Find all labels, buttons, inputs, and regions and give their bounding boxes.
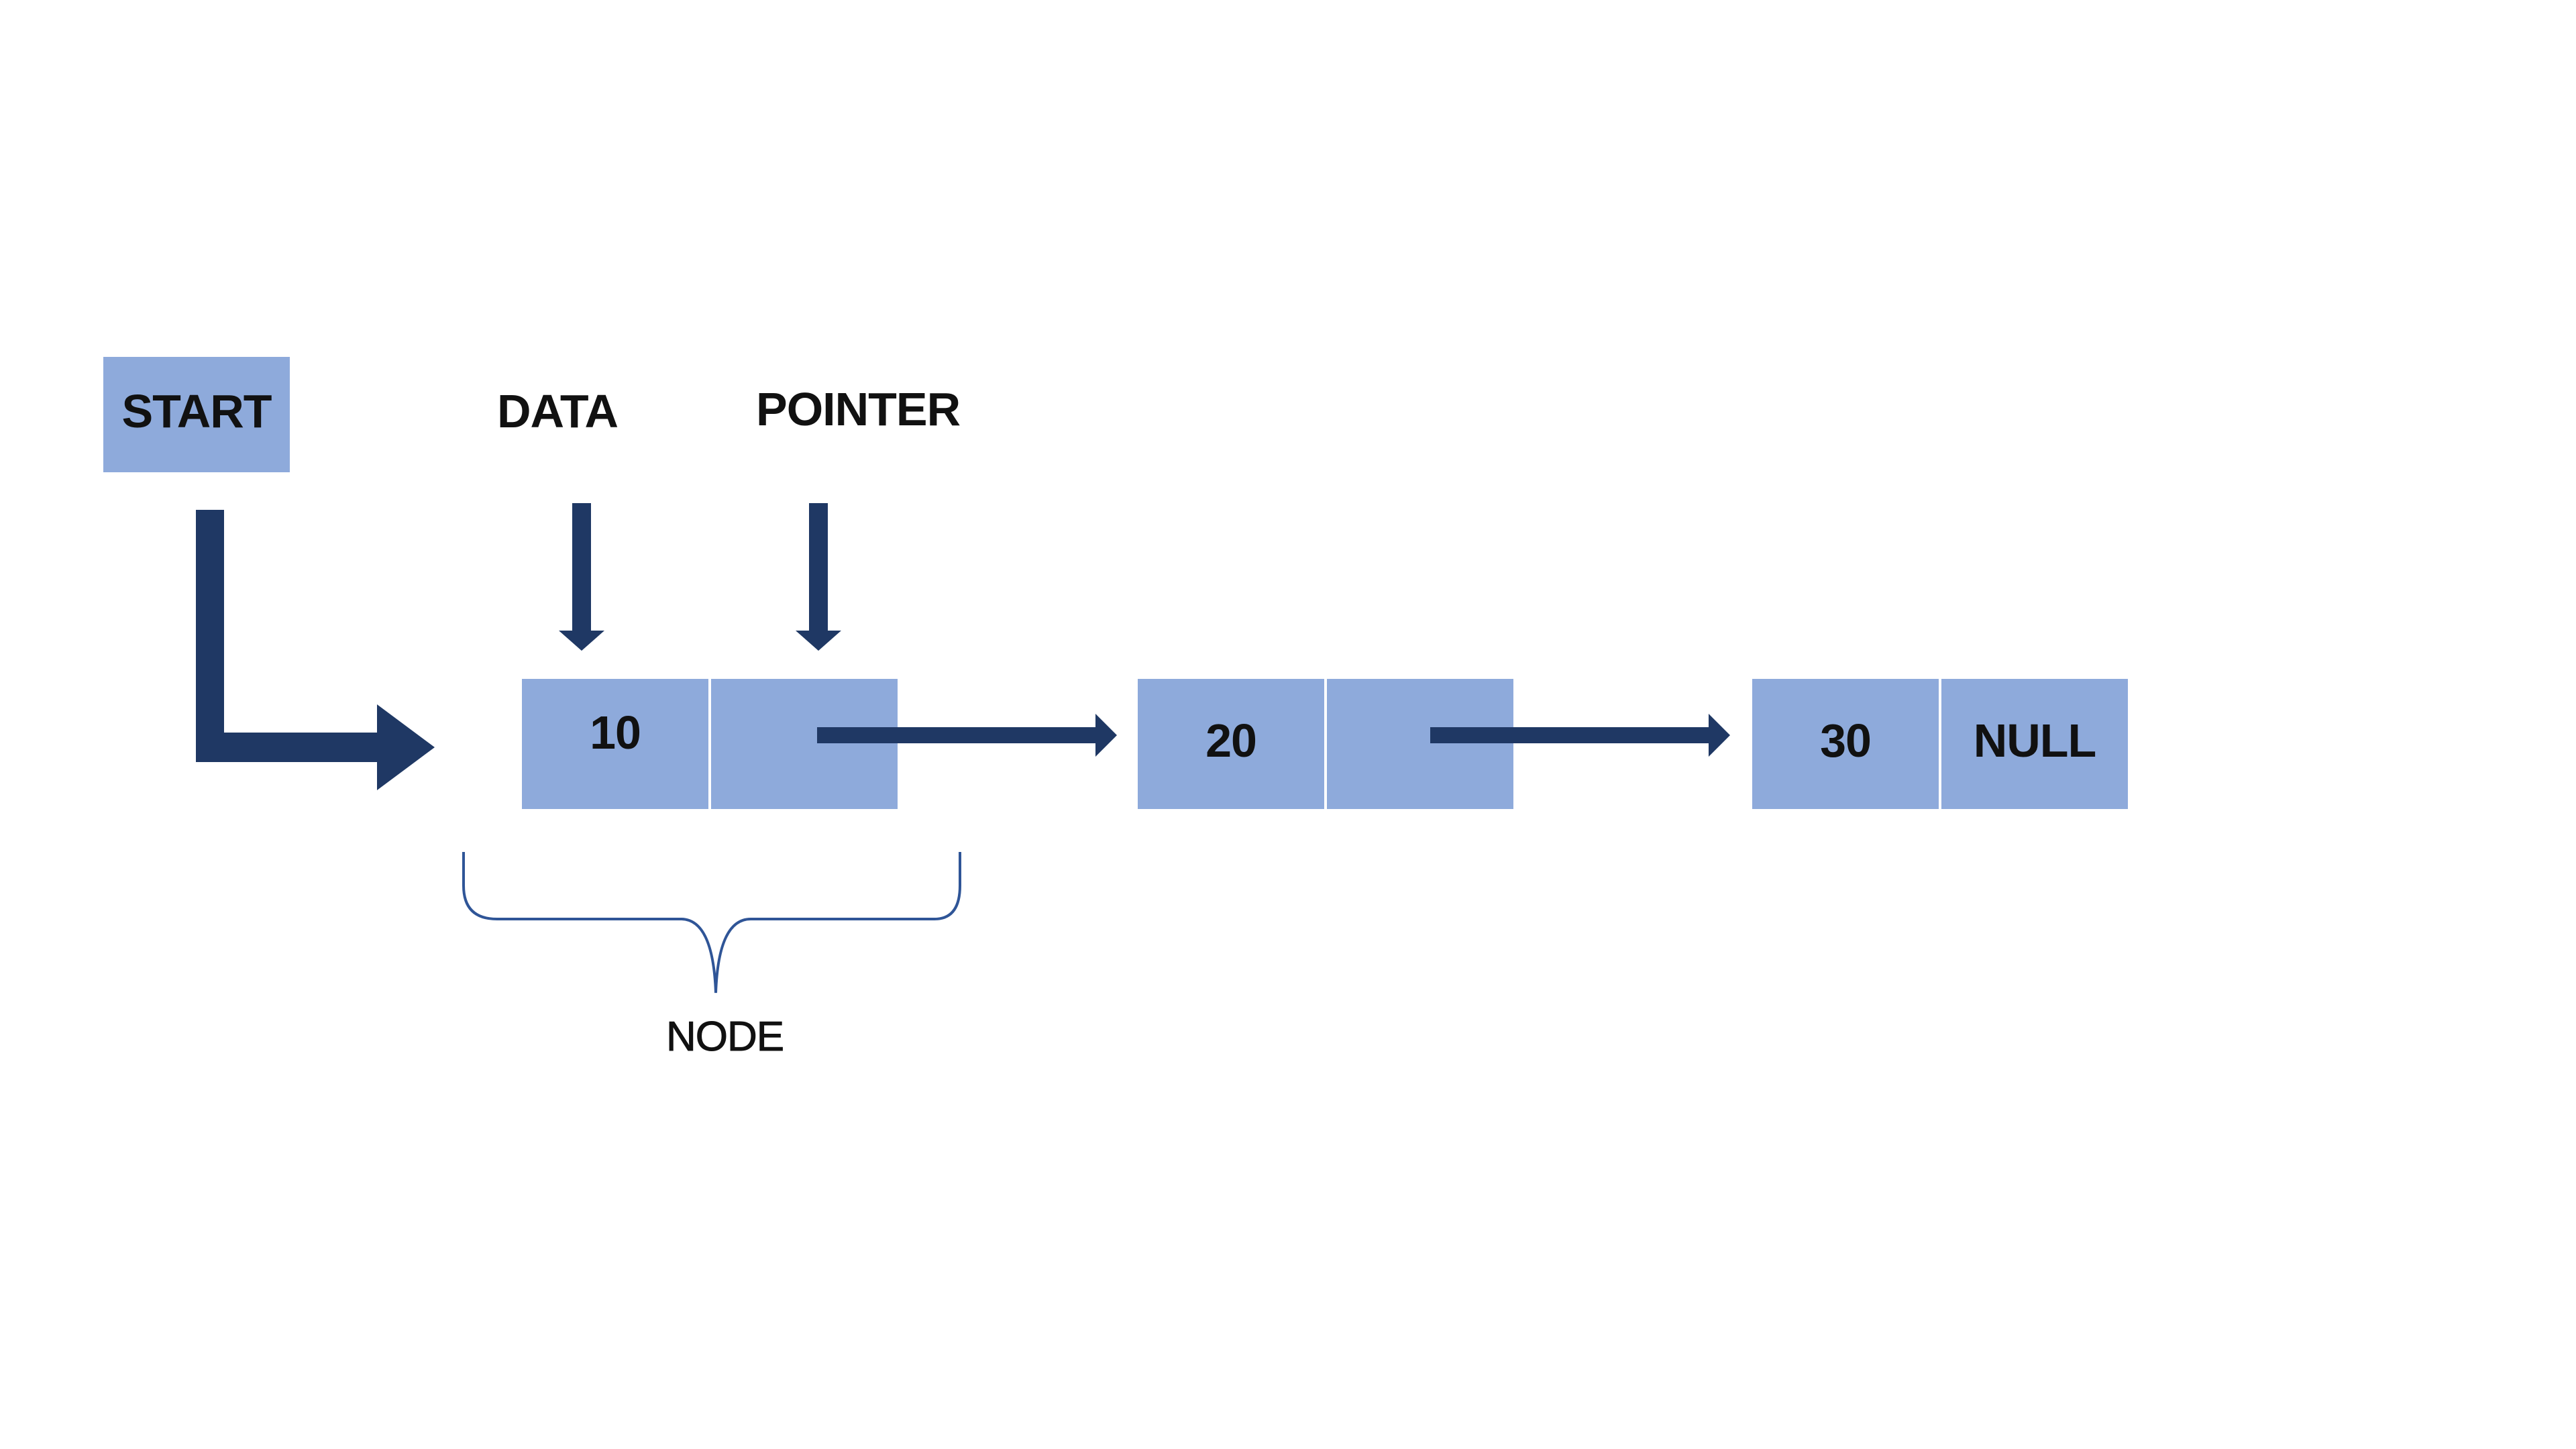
link-arrow-1-to-2 — [817, 714, 1117, 757]
start-label: START — [121, 385, 272, 437]
link-arrow-2-to-3 — [1430, 714, 1730, 757]
node-3-data-cell: 30 — [1752, 679, 1939, 809]
node-3-pointer-value: NULL — [1973, 714, 2097, 767]
pointer-label: POINTER — [756, 383, 961, 435]
node-3-pointer-cell: NULL — [1941, 679, 2128, 809]
node-3-data-value: 30 — [1820, 714, 1872, 767]
node-label: NODE — [665, 1014, 784, 1060]
node-brace — [462, 852, 961, 994]
node-1-data-value: 10 — [590, 706, 641, 759]
node-1-pointer-cell — [711, 679, 898, 809]
start-box: START — [103, 357, 290, 472]
start-arrow — [196, 510, 435, 790]
node-1-data-cell: 10 — [522, 679, 708, 809]
pointer-arrow — [796, 503, 841, 651]
data-arrow — [559, 503, 604, 651]
node-2-pointer-cell — [1327, 679, 1513, 809]
node-2-data-value: 20 — [1205, 714, 1257, 767]
node-2-data-cell: 20 — [1138, 679, 1324, 809]
data-label: DATA — [497, 385, 619, 437]
